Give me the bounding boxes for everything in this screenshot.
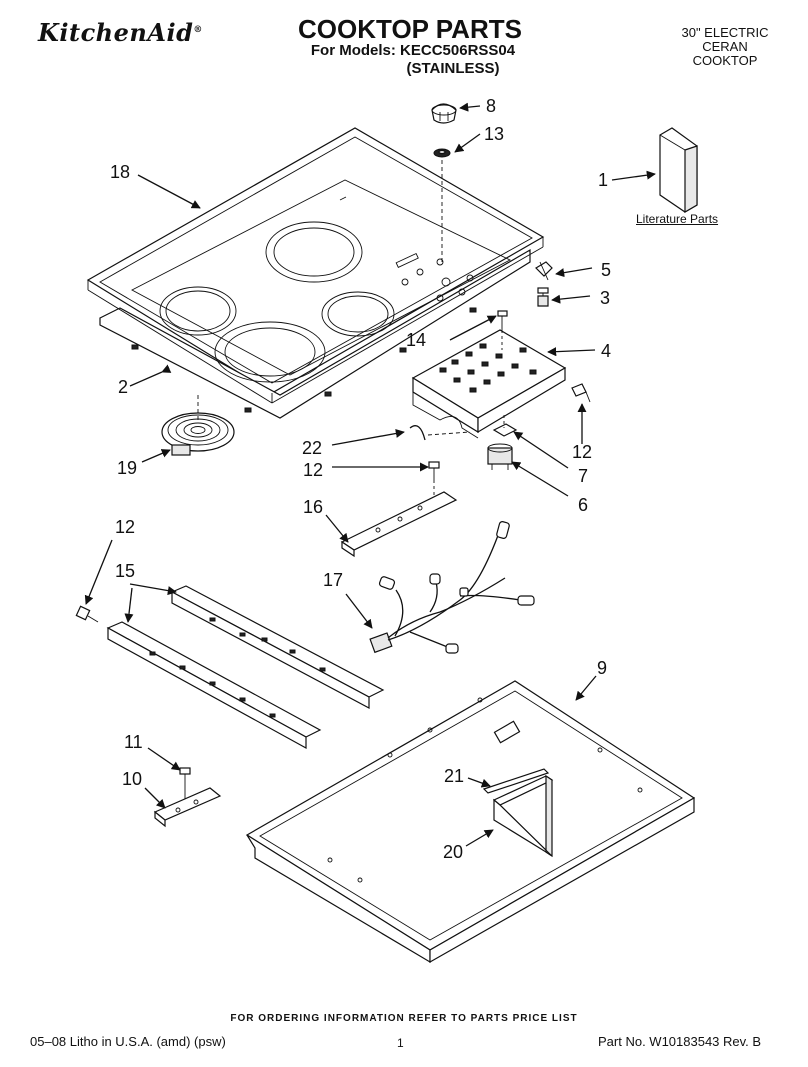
callout-13: 13	[484, 124, 504, 144]
box-channel-20	[492, 774, 554, 858]
callout-labels: 1 2 3 4 5 6 7 8 9 10 11 12 13 14 15 16 1…	[110, 96, 611, 862]
finish-line: (STAINLESS)	[406, 60, 500, 77]
callout-16: 16	[303, 497, 323, 517]
bracket-slots	[439, 343, 537, 393]
small-screw-11	[179, 767, 191, 800]
callout-19: 19	[117, 458, 137, 478]
brand-name: KitchenAid	[38, 18, 194, 47]
desc-line-2: CERAN	[702, 39, 748, 54]
burner-box	[245, 680, 696, 964]
callout-1: 1	[598, 170, 608, 190]
callout-2: 2	[118, 377, 128, 397]
models-line: For Models: KECC506RSS04	[310, 42, 516, 59]
callout-9: 9	[597, 658, 607, 678]
wire-harness	[369, 521, 535, 654]
callout-22: 22	[302, 438, 322, 458]
literature-parts-label: Literature Parts	[636, 212, 719, 226]
callout-4: 4	[601, 341, 611, 361]
desc-line-3: COOKTOP	[692, 53, 758, 68]
callout-20: 20	[443, 842, 463, 862]
terminal-bracket-10	[153, 787, 222, 828]
callout-8: 8	[486, 96, 496, 116]
control-bracket	[411, 329, 567, 439]
callout-12-left: 12	[115, 517, 135, 537]
callout-12-middle: 12	[303, 460, 323, 480]
mounting-clip	[535, 261, 553, 307]
ordering-note: FOR ORDERING INFORMATION REFER TO PARTS …	[230, 1013, 578, 1024]
box-strip-21	[482, 768, 550, 794]
bracket-screw-middle	[428, 461, 440, 500]
desc-line-1: 30" ELECTRIC	[681, 25, 769, 40]
side-rails	[106, 585, 385, 750]
page-title: COOKTOP PARTS	[298, 14, 522, 44]
callout-21: 21	[444, 766, 464, 786]
glass-frame-clips	[131, 307, 477, 413]
callout-17: 17	[323, 570, 343, 590]
callout-7: 7	[578, 466, 588, 486]
radiant-surface-element	[161, 395, 235, 456]
model-info: For Models: KECC506RSS04 (STAINLESS)	[288, 42, 538, 78]
brand-mark: ®	[193, 25, 203, 35]
front-bracket	[340, 491, 458, 558]
product-description: 30" ELECTRIC CERAN COOKTOP	[660, 26, 790, 68]
box-holes	[327, 697, 643, 883]
callout-18: 18	[110, 162, 130, 182]
wire-clip	[409, 425, 426, 441]
literature-booklet	[659, 127, 698, 214]
bracket-screw-14	[497, 310, 508, 350]
callout-5: 5	[601, 260, 611, 280]
callout-12-right: 12	[572, 442, 592, 462]
callout-14: 14	[406, 330, 426, 350]
leader-arrows	[84, 102, 656, 847]
side-screw	[571, 383, 591, 403]
rail-holes	[149, 617, 326, 718]
ceran-glass-top	[86, 127, 545, 419]
callout-6: 6	[578, 495, 588, 515]
callout-11: 11	[124, 732, 143, 752]
callout-3: 3	[600, 288, 610, 308]
callout-15: 15	[115, 561, 135, 581]
rail-screw	[75, 605, 99, 623]
knob-and-seal	[431, 103, 457, 265]
litho-info: 05–08 Litho in U.S.A. (amd) (psw)	[30, 1034, 226, 1049]
brand-logo: KitchenAid®	[38, 18, 203, 47]
part-number: Part No. W10183543 Rev. B	[598, 1034, 762, 1049]
switch-insulator	[492, 415, 518, 437]
infinite-switch	[487, 443, 513, 470]
page-number: 1	[397, 1036, 404, 1050]
callout-10: 10	[122, 769, 142, 789]
